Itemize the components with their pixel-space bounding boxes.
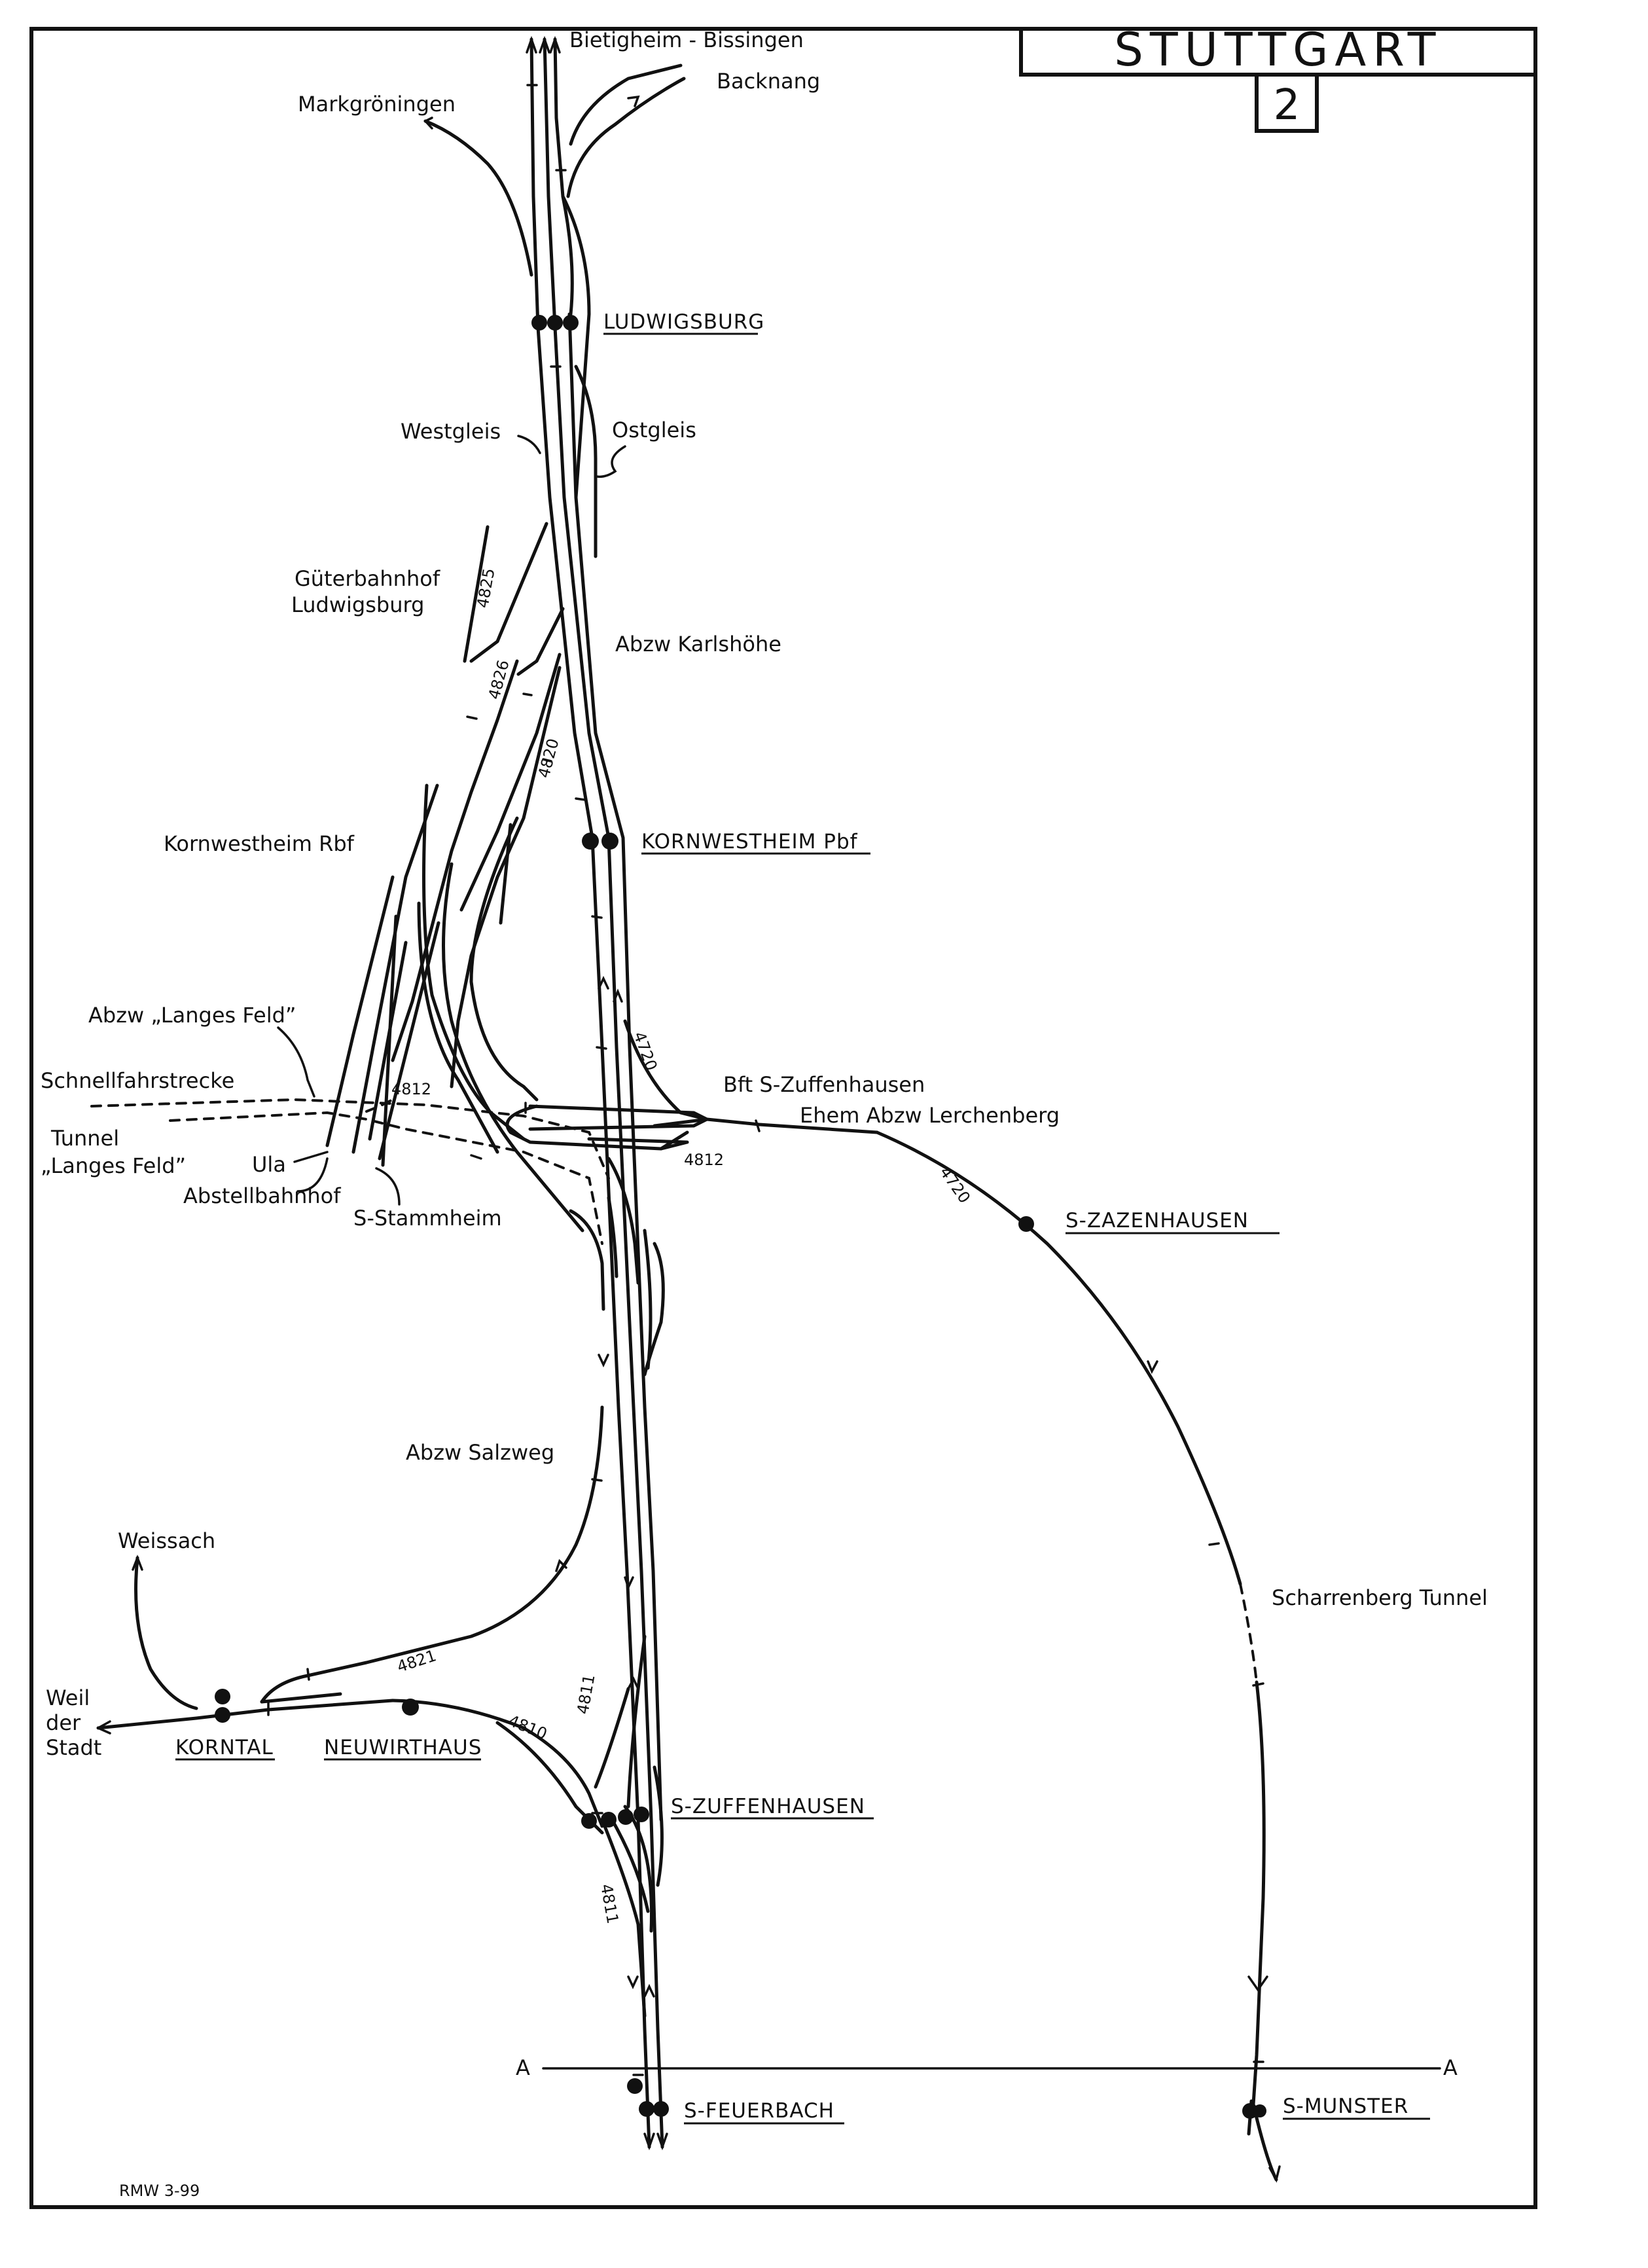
label-bietigheim: Bietigheim - Bissingen [569,27,804,52]
dot-ludwigsburg-3 [563,315,579,331]
signal-ticks [267,84,1264,2076]
sheet-number: 2 [1274,81,1300,130]
line-4825: 4825 [473,567,498,609]
station-s-feuerbach: S-FEUERBACH [684,2099,834,2123]
dot-korntal-1 [215,1689,230,1704]
label-s-stammheim: S-Stammheim [353,1206,502,1231]
dot-ludwigsburg-2 [547,315,563,331]
map-frame [29,27,1537,2209]
label-ostgleis: Ostgleis [612,418,696,442]
dot-ludwigsburg-1 [531,315,547,331]
label-abzw-karlshoehe: Abzw Karlshöhe [615,632,781,657]
dot-neuwirthaus [402,1699,419,1716]
track-weil-der-stadt [96,1699,395,1730]
dot-feuerbach-3 [653,2101,669,2117]
label-abzw-salzweg: Abzw Salzweg [406,1440,554,1465]
dot-s-munster-1 [1242,2103,1258,2119]
track-schnellfahrstrecke [90,1098,610,1179]
label-kornwestheim-rbf: Kornwestheim Rbf [164,831,355,856]
label-gueterbahnhof: Güterbahnhof [295,566,440,591]
track-north-inner [553,37,574,316]
track-rbf-to-main [469,816,539,1102]
map-title: STUTTGART [1114,23,1442,77]
label-abstellbahnhof: Abstellbahnhof [183,1183,341,1208]
main-track-west [529,37,651,2149]
station-kornwestheim-pbf: KORNWESTHEIM Pbf [641,830,858,854]
label-author: RMW 3-99 [119,2182,200,2200]
line-4720-north: 4720 [630,1029,660,1073]
dot-korntal-2 [215,1707,230,1723]
line-4826: 4826 [485,658,513,701]
label-abzw-langes-feld: Abzw „Langes Feld” [88,1003,296,1028]
label-tunnel: Tunnel [50,1126,119,1151]
dot-zuffenhausen-1 [581,1813,597,1829]
line-4811-north: 4811 [573,1673,598,1716]
label-der: der [46,1710,81,1735]
label-westgleis: Westgleis [401,419,501,444]
direction-arrows [97,35,1281,2183]
label-ehem-abzw-lerchenberg: Ehem Abzw Lerchenberg [800,1103,1060,1128]
dot-zuffenhausen-3 [618,1809,634,1825]
label-weil: Weil [46,1685,90,1710]
label-bft-s-zuffenhausen: Bft S-Zuffenhausen [723,1072,925,1097]
dot-kornwestheim-2 [601,833,618,850]
line-4720-east: 4720 [936,1163,974,1206]
label-backnang: Backnang [717,69,820,94]
station-neuwirthaus: NEUWIRTHAUS [324,1736,482,1759]
track-markgroeningen [423,119,533,277]
label-gueterbahnhof-2: Ludwigsburg [291,592,424,617]
line-4820: 4820 [535,736,563,780]
label-weissach: Weissach [118,1528,215,1553]
label-tunnel-2: „Langes Feld” [41,1153,186,1178]
track-kornwestheim-rbf [351,783,439,1154]
track-4810 [391,1699,604,1828]
label-markgroeningen: Markgröningen [298,92,456,117]
label-section-a-right: A [1443,2055,1458,2080]
main-track-east [543,37,664,2149]
dot-feuerbach-2 [639,2101,654,2117]
main-track-third [567,312,663,1822]
dot-zuffenhausen-2 [601,1812,617,1827]
station-s-munster: S-MUNSTER [1283,2095,1408,2118]
track-network [90,37,1441,2182]
label-stadt: Stadt [46,1735,101,1760]
label-ula: Ula [252,1152,286,1177]
station-labels: LUDWIGSBURG KORNWESTHEIM Pbf S-ZAZENHAUS… [175,310,1430,2125]
station-korntal: KORNTAL [175,1736,274,1759]
label-schnellfahrstrecke: Schnellfahrstrecke [41,1068,234,1093]
line-4812-west: 4812 [391,1080,431,1098]
station-s-zazenhausen: S-ZAZENHAUSEN [1066,1209,1249,1233]
station-dots [215,315,1266,2119]
place-labels: Westgleis Ostgleis Güterbahnhof Ludwigsb… [41,418,1488,2200]
label-section-a-left: A [516,2055,530,2080]
dot-feuerbach-1 [627,2078,643,2094]
track-4720-loop [623,1019,709,1121]
destination-labels: Bietigheim - Bissingen Backnang Markgrön… [46,27,820,1760]
track-ostgleis [574,365,598,558]
station-s-zuffenhausen: S-ZUFFENHAUSEN [671,1795,865,1818]
dot-zuffenhausen-4 [634,1807,649,1822]
track-4720-zazenhausen [875,1130,1242,1586]
dot-s-zazenhausen [1018,1216,1034,1232]
title-block: STUTTGART 2 [1019,23,1537,133]
line-4810: 4810 [506,1712,550,1744]
label-scharrenberg-tunnel: Scharrenberg Tunnel [1272,1585,1488,1610]
track-backnang [566,77,686,198]
track-weissach [134,1556,198,1710]
line-4811-south: 4811 [597,1882,622,1925]
dot-kornwestheim-1 [582,833,599,850]
dot-s-munster-2 [1253,2104,1266,2117]
tunnel-scharrenberg [1239,1583,1258,1683]
line-4812-east: 4812 [684,1151,724,1169]
track-ehem-abzw [653,1117,879,1134]
station-ludwigsburg: LUDWIGSBURG [603,310,764,334]
track-tunnel-langes-feld [169,1111,603,1245]
